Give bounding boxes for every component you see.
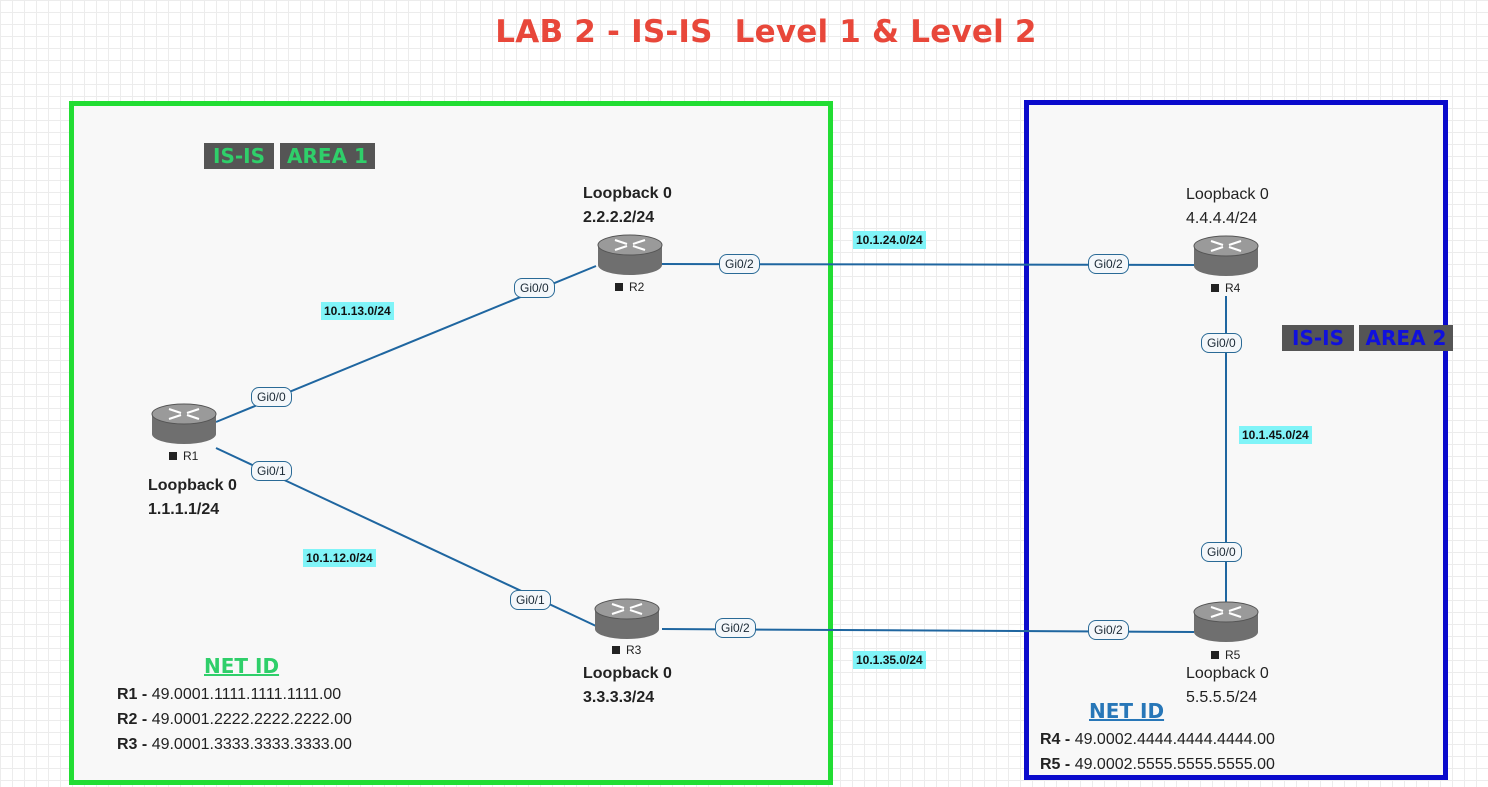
- subnet-r4-r5: 10.1.45.0/24: [1239, 426, 1312, 444]
- r5-loopback-title: Loopback 0: [1186, 665, 1269, 682]
- net-id-r3: R3 - 49.0001.3333.3333.3333.00: [117, 736, 352, 753]
- router-r2-icon[interactable]: [597, 233, 663, 277]
- iface-r4-gi0-2[interactable]: Gi0/2: [1088, 254, 1129, 274]
- subnet-r1-r2: 10.1.13.0/24: [321, 302, 394, 320]
- router-r5-icon[interactable]: [1193, 600, 1259, 644]
- area1-area-tag: AREA 1: [280, 143, 375, 169]
- router-r3-icon[interactable]: [594, 597, 660, 641]
- router-r4-label: R4: [1211, 281, 1240, 295]
- net-id-r5: R5 - 49.0002.5555.5555.5555.00: [1040, 756, 1275, 773]
- iface-r4-gi0-0[interactable]: Gi0/0: [1201, 333, 1242, 353]
- area2-net-id-heading: NET ID: [1089, 699, 1165, 723]
- net-id-r2: R2 - 49.0001.2222.2222.2222.00: [117, 711, 352, 728]
- iface-r5-gi0-0[interactable]: Gi0/0: [1201, 542, 1242, 562]
- net-id-r4: R4 - 49.0002.4444.4444.4444.00: [1040, 731, 1275, 748]
- iface-r2-gi0-0[interactable]: Gi0/0: [514, 278, 555, 298]
- area2-area-tag: AREA 2: [1359, 325, 1453, 351]
- iface-r1-gi0-0[interactable]: Gi0/0: [251, 387, 292, 407]
- iface-r1-gi0-1[interactable]: Gi0/1: [251, 461, 292, 481]
- router-status-icon: [169, 452, 177, 460]
- r3-loopback-title: Loopback 0: [583, 665, 672, 682]
- diagram-title: LAB 2 - IS-IS Level 1 & Level 2: [495, 14, 1037, 50]
- router-r4-icon[interactable]: [1193, 234, 1259, 278]
- iface-r3-gi0-1[interactable]: Gi0/1: [510, 590, 551, 610]
- r1-loopback-ip: 1.1.1.1/24: [148, 501, 220, 518]
- area2-protocol-tag: IS-IS: [1282, 325, 1354, 351]
- r4-loopback-title: Loopback 0: [1186, 186, 1269, 203]
- iface-r5-gi0-2[interactable]: Gi0/2: [1088, 620, 1129, 640]
- r2-loopback-ip: 2.2.2.2/24: [583, 209, 655, 226]
- r4-loopback-ip: 4.4.4.4/24: [1186, 210, 1258, 227]
- router-r3-label: R3: [612, 643, 641, 657]
- r3-loopback-ip: 3.3.3.3/24: [583, 689, 655, 706]
- net-id-r1: R1 - 49.0001.1111.1111.1111.00: [117, 686, 342, 703]
- router-status-icon: [612, 646, 620, 654]
- subnet-r3-r5: 10.1.35.0/24: [853, 651, 926, 669]
- router-r1-label: R1: [169, 449, 198, 463]
- r1-loopback-title: Loopback 0: [148, 477, 237, 494]
- router-r5-label: R5: [1211, 648, 1240, 662]
- router-status-icon: [615, 283, 623, 291]
- area1-protocol-tag: IS-IS: [204, 143, 274, 169]
- router-r1-icon[interactable]: [151, 402, 217, 446]
- iface-r3-gi0-2[interactable]: Gi0/2: [715, 618, 756, 638]
- router-r2-label: R2: [615, 280, 644, 294]
- subnet-r2-r4: 10.1.24.0/24: [853, 231, 926, 249]
- router-status-icon: [1211, 284, 1219, 292]
- area2-boundary: [1024, 100, 1448, 780]
- r5-loopback-ip: 5.5.5.5/24: [1186, 689, 1258, 706]
- r2-loopback-title: Loopback 0: [583, 185, 672, 202]
- router-status-icon: [1211, 651, 1219, 659]
- iface-r2-gi0-2[interactable]: Gi0/2: [719, 254, 760, 274]
- subnet-r1-r3: 10.1.12.0/24: [303, 549, 376, 567]
- area1-net-id-heading: NET ID: [204, 654, 280, 678]
